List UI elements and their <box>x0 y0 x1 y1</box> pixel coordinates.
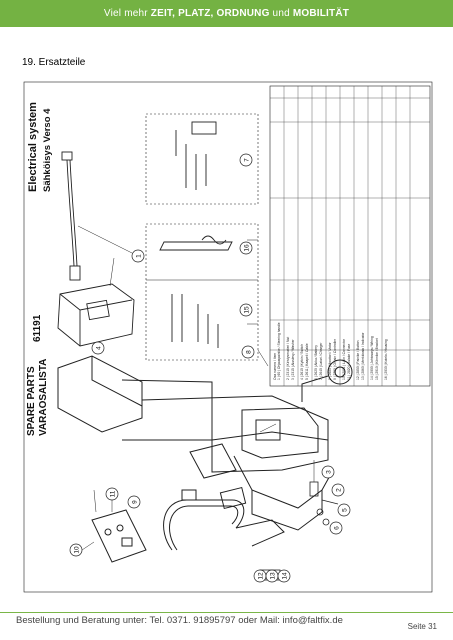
header-highlight: ZEIT, PLATZ, ORDNUNG <box>150 8 270 19</box>
parts-row: 15 | 2910 | Kiinnike / Bracket <box>375 338 379 380</box>
svg-text:7: 7 <box>244 158 251 162</box>
section-title: 19. Ersatzteile <box>22 57 86 68</box>
page-number: Seite 31 <box>407 622 437 631</box>
parts-row: 2 | 2310 | Kiristysmutteri / Nut <box>286 337 290 380</box>
callout-7: 7 <box>239 153 253 167</box>
parts-row: 16 | 2930 | Kotelo / Housing <box>384 339 388 380</box>
header-connector: und <box>269 8 293 19</box>
parts-table-header: Osa numero / Item <box>273 352 277 380</box>
heading-spare-parts: SPARE PARTS <box>26 366 37 436</box>
parts-row: 13 | 2860 | Merkkivalo / Indicator <box>361 332 365 380</box>
parts-row: 6 | 2620 | Akku / Battery <box>314 345 318 380</box>
svg-text:10: 10 <box>74 546 81 554</box>
svg-text:3: 3 <box>326 470 333 474</box>
svg-text:14: 14 <box>282 572 289 580</box>
parts-row: 3 | 2315 | Aluslevy / Washer <box>291 338 295 380</box>
callout-14: 14 <box>277 569 291 583</box>
callout-3: 3 <box>321 465 335 479</box>
parts-row: 4 | 2610 | Kytkin / Switch <box>300 344 304 380</box>
detail-box-15 <box>145 279 259 361</box>
svg-text:9: 9 <box>132 500 139 504</box>
svg-text:12: 12 <box>258 572 265 580</box>
parts-row: 12 | 2850 | Painike / Button <box>356 340 360 380</box>
system-title: Electrical system <box>27 102 39 192</box>
svg-text:15: 15 <box>244 306 251 314</box>
svg-text:11: 11 <box>110 490 117 497</box>
callout-8: 8 <box>241 345 255 359</box>
callout-9: 9 <box>127 495 141 509</box>
svg-text:2: 2 <box>336 488 343 492</box>
header-banner: Viel mehr ZEIT, PLATZ, ORDNUNG und MOBIL… <box>0 0 453 27</box>
parts-row: 9 | 2750 | Ohjain / Controller <box>333 338 337 380</box>
callout-15: 15 <box>239 303 253 317</box>
parts-row: 5 | 2611 | Kaapeli / Cable <box>305 343 309 380</box>
callout-5: 5 <box>337 503 351 517</box>
callout-2: 2 <box>331 483 345 497</box>
parts-row: 11 | 2820 | Sulake / Fuse <box>347 344 351 380</box>
parts-table-border <box>269 85 431 387</box>
parts-table-grid <box>270 86 430 386</box>
svg-text:4: 4 <box>96 346 103 350</box>
parts-row: 7 | 2640 | Laturi / Charger <box>319 342 323 380</box>
spare-parts-drawing: SPARE PARTS VARAOSALISTA 61191 Electrica… <box>22 80 434 594</box>
parts-row: 1 | 60 | Ohjauspainike / Steering handle <box>277 322 281 380</box>
footer-divider <box>0 612 453 613</box>
heading-varaosalista: VARAOSALISTA <box>38 359 49 436</box>
callout-13: 13 <box>265 569 279 583</box>
technical-drawing: SPARE PARTS VARAOSALISTA 61191 Electrica… <box>23 81 433 593</box>
footer-contact: Bestellung und Beratung unter: Tel. 0371… <box>16 615 343 626</box>
svg-text:6: 6 <box>334 526 341 530</box>
callout-10: 10 <box>69 543 83 557</box>
header-highlight-2: MOBILITÄT <box>292 8 350 19</box>
svg-text:16: 16 <box>244 244 251 252</box>
svg-text:13: 13 <box>270 572 277 580</box>
callout-6: 6 <box>329 521 343 535</box>
heading-code: 61191 <box>32 314 43 342</box>
callout-11: 11 <box>105 487 119 501</box>
header-prefix: Viel mehr <box>103 8 151 19</box>
parts-row: 14 | 2900 | Johtosarja / Wiring <box>370 336 374 380</box>
svg-text:1: 1 <box>136 254 143 258</box>
callout-12: 12 <box>253 569 267 583</box>
system-subtitle: Sähköisys Verso 4 <box>42 108 53 192</box>
callout-1: 1 <box>131 249 145 263</box>
svg-text:8: 8 <box>246 350 253 354</box>
detail-box-7 <box>145 113 259 205</box>
parts-row: 8 | 2680 | Moottori / Motor <box>328 341 332 380</box>
parts-row: 10 | 2811 | Liitin / Connector <box>342 338 346 380</box>
svg-text:5: 5 <box>342 508 349 512</box>
callout-16: 16 <box>239 241 253 255</box>
callout-4: 4 <box>91 341 105 355</box>
